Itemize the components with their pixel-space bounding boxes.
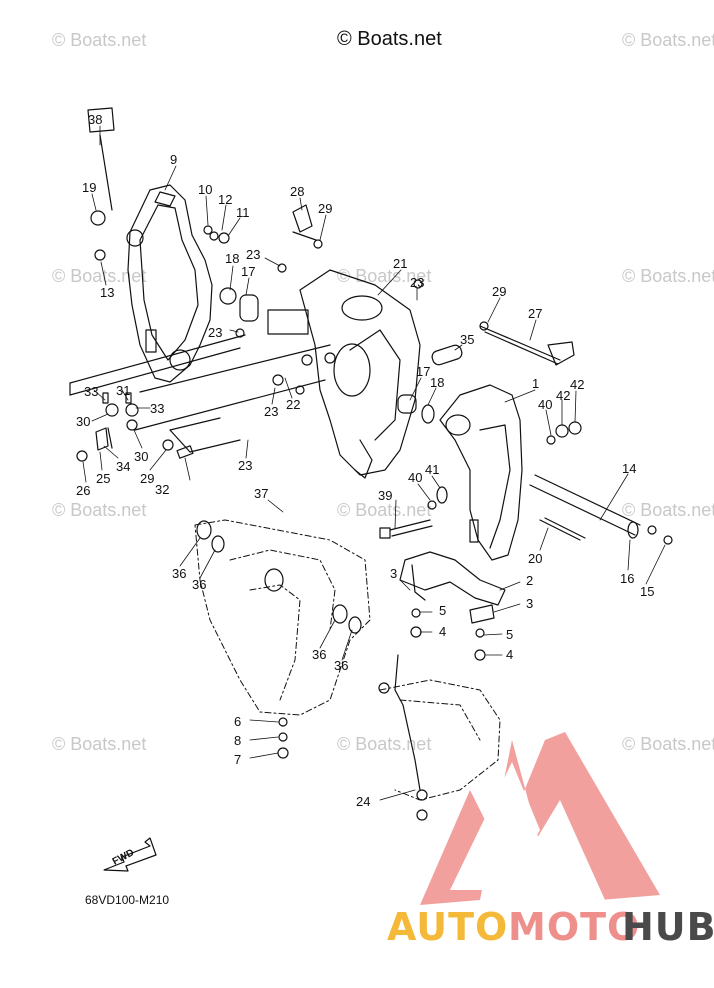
callout-33: 33 [150,401,165,416]
callout-36: 36 [192,577,207,592]
callout-27: 27 [528,306,543,321]
callout-30: 30 [76,414,91,429]
callout-36: 36 [172,566,187,581]
brand-moto: MOTO [508,905,641,949]
callout-23: 23 [410,275,425,290]
callout-33: 33 [84,384,99,399]
label-plate [87,107,115,133]
spring-clip [95,427,109,451]
callout-17: 17 [241,264,256,279]
callout-14: 14 [622,461,637,476]
callout-11: 11 [236,205,250,220]
callout-19: 19 [82,180,97,195]
callout-22: 22 [286,397,301,412]
callout-8: 8 [234,733,242,748]
callout-20: 20 [528,551,543,566]
callout-36: 36 [312,647,327,662]
callout-23: 23 [238,458,253,473]
watermark: © Boats.net [622,500,714,520]
watermark: © Boats.net [622,30,714,50]
bushing-right [397,394,417,414]
watermark: © Boats.net [52,734,147,754]
fwd-arrow-icon [103,837,157,872]
tilt-lever [547,341,575,366]
watermark: © Boats.net [337,500,432,520]
brand-hub: HUB [622,905,714,949]
clamp-bracket-right [439,384,523,561]
callout-42: 42 [570,377,585,392]
callout-9: 9 [170,152,178,167]
watermark: © Boats.net [337,266,432,286]
bushing [219,287,237,305]
callout-10: 10 [198,182,213,197]
callout-5: 5 [439,603,447,618]
watermark: © Boats.net [622,734,714,754]
callout-23: 23 [264,404,279,419]
brand-logo-mark [420,732,660,905]
callout-32: 32 [155,482,170,497]
diagram-code: 68VD100-M210 [85,893,170,907]
callout-1: 1 [532,376,540,391]
callout-29: 29 [492,284,507,299]
pin [431,344,463,366]
callout-37: 37 [254,486,269,501]
callout-30: 30 [134,449,149,464]
callout-17: 17 [416,364,431,379]
callout-12: 12 [218,192,233,207]
callout-7: 7 [234,752,242,767]
callout-35: 35 [460,332,475,347]
copyright-text: © Boats.net [337,28,442,50]
watermark: © Boats.net [52,266,147,286]
mount-plate [399,551,506,606]
nut [90,210,106,226]
callout-29: 29 [318,201,333,216]
callout-31: 31 [116,383,131,398]
callout-39: 39 [378,488,393,503]
ground-lead [394,654,421,791]
callout-26: 26 [76,483,91,498]
callout-25: 25 [96,471,111,486]
bracket-plate [292,204,313,233]
callout-24: 24 [356,794,371,809]
brand-auto: AUTO [387,905,509,949]
callout-15: 15 [640,584,655,599]
washer [203,225,213,235]
callout-5: 5 [506,627,514,642]
watermark: © Boats.net [337,734,432,754]
callout-3: 3 [390,566,398,581]
callout-42: 42 [556,388,571,403]
callout-23: 23 [246,247,261,262]
callout-36: 36 [334,658,349,673]
watermark: © Boats.net [52,30,147,50]
callout-38: 38 [88,112,103,127]
callout-13: 13 [100,285,115,300]
callout-3: 3 [526,596,534,611]
callout-29: 29 [140,471,155,486]
callout-23: 23 [208,325,223,340]
watermark: © Boats.net [52,500,147,520]
callout-16: 16 [620,571,635,586]
callout-40: 40 [538,397,553,412]
callout-34: 34 [116,459,131,474]
steering-block [267,309,309,335]
bolt [218,232,230,244]
callout-4: 4 [439,624,447,639]
callout-40: 40 [408,470,423,485]
callout-18: 18 [430,375,445,390]
callout-6: 6 [234,714,242,729]
callout-28: 28 [290,184,305,199]
callout-2: 2 [526,573,534,588]
callout-41: 41 [425,462,440,477]
bushing-sleeve [239,294,259,322]
swivel-bracket [299,269,421,476]
clamp-bracket-left [127,184,213,383]
callout-18: 18 [225,251,240,266]
watermark: © Boats.net [622,266,714,286]
callout-21: 21 [393,256,408,271]
callout-4: 4 [506,647,514,662]
